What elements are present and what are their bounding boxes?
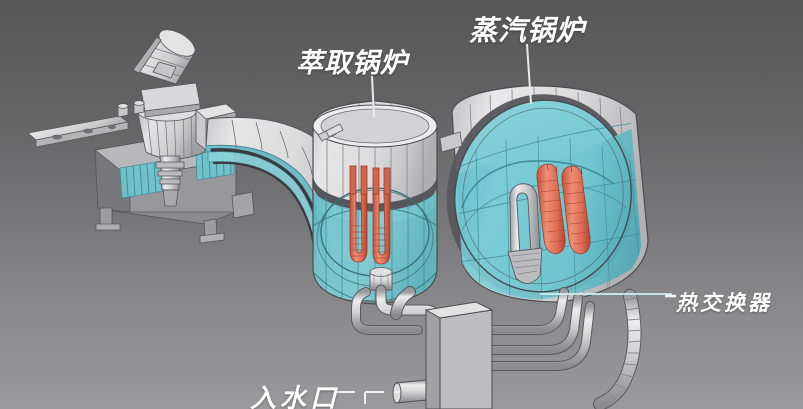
drive-shaft xyxy=(155,155,185,207)
extraction-boiler-vessel xyxy=(312,100,438,305)
motor-end-cap xyxy=(152,61,177,79)
label-extraction-boiler: 萃取锅炉 xyxy=(296,48,408,79)
rail-nozzles xyxy=(117,100,145,118)
leader-extraction-boiler xyxy=(371,75,375,118)
label-heat-exchanger: 热交换器 xyxy=(676,291,772,315)
internal-dip-tube-tank-2 xyxy=(507,183,543,284)
tank-1-top-attachment xyxy=(317,123,344,142)
annotation-leader-lines xyxy=(336,43,676,404)
machine-support-legs xyxy=(95,191,255,244)
steam-boiler-vessel xyxy=(439,85,649,303)
mixer-drive-assembly xyxy=(27,29,255,244)
label-steam-boiler: 蒸汽锅炉 xyxy=(469,14,586,47)
leader-steam-boiler xyxy=(526,43,532,105)
support-rail xyxy=(27,115,129,148)
u-tube-heating-element-tank-1 xyxy=(349,165,391,265)
label-water-inlet: 入水口 xyxy=(250,384,341,409)
leader-water-inlet xyxy=(336,391,400,404)
process-piping-network xyxy=(351,284,643,409)
drive-motor xyxy=(132,29,198,85)
u-tube-heating-element-tank-2 xyxy=(536,163,591,255)
internal-impeller-vanes-left xyxy=(119,159,171,199)
tank-2-side-nozzle xyxy=(439,131,463,153)
